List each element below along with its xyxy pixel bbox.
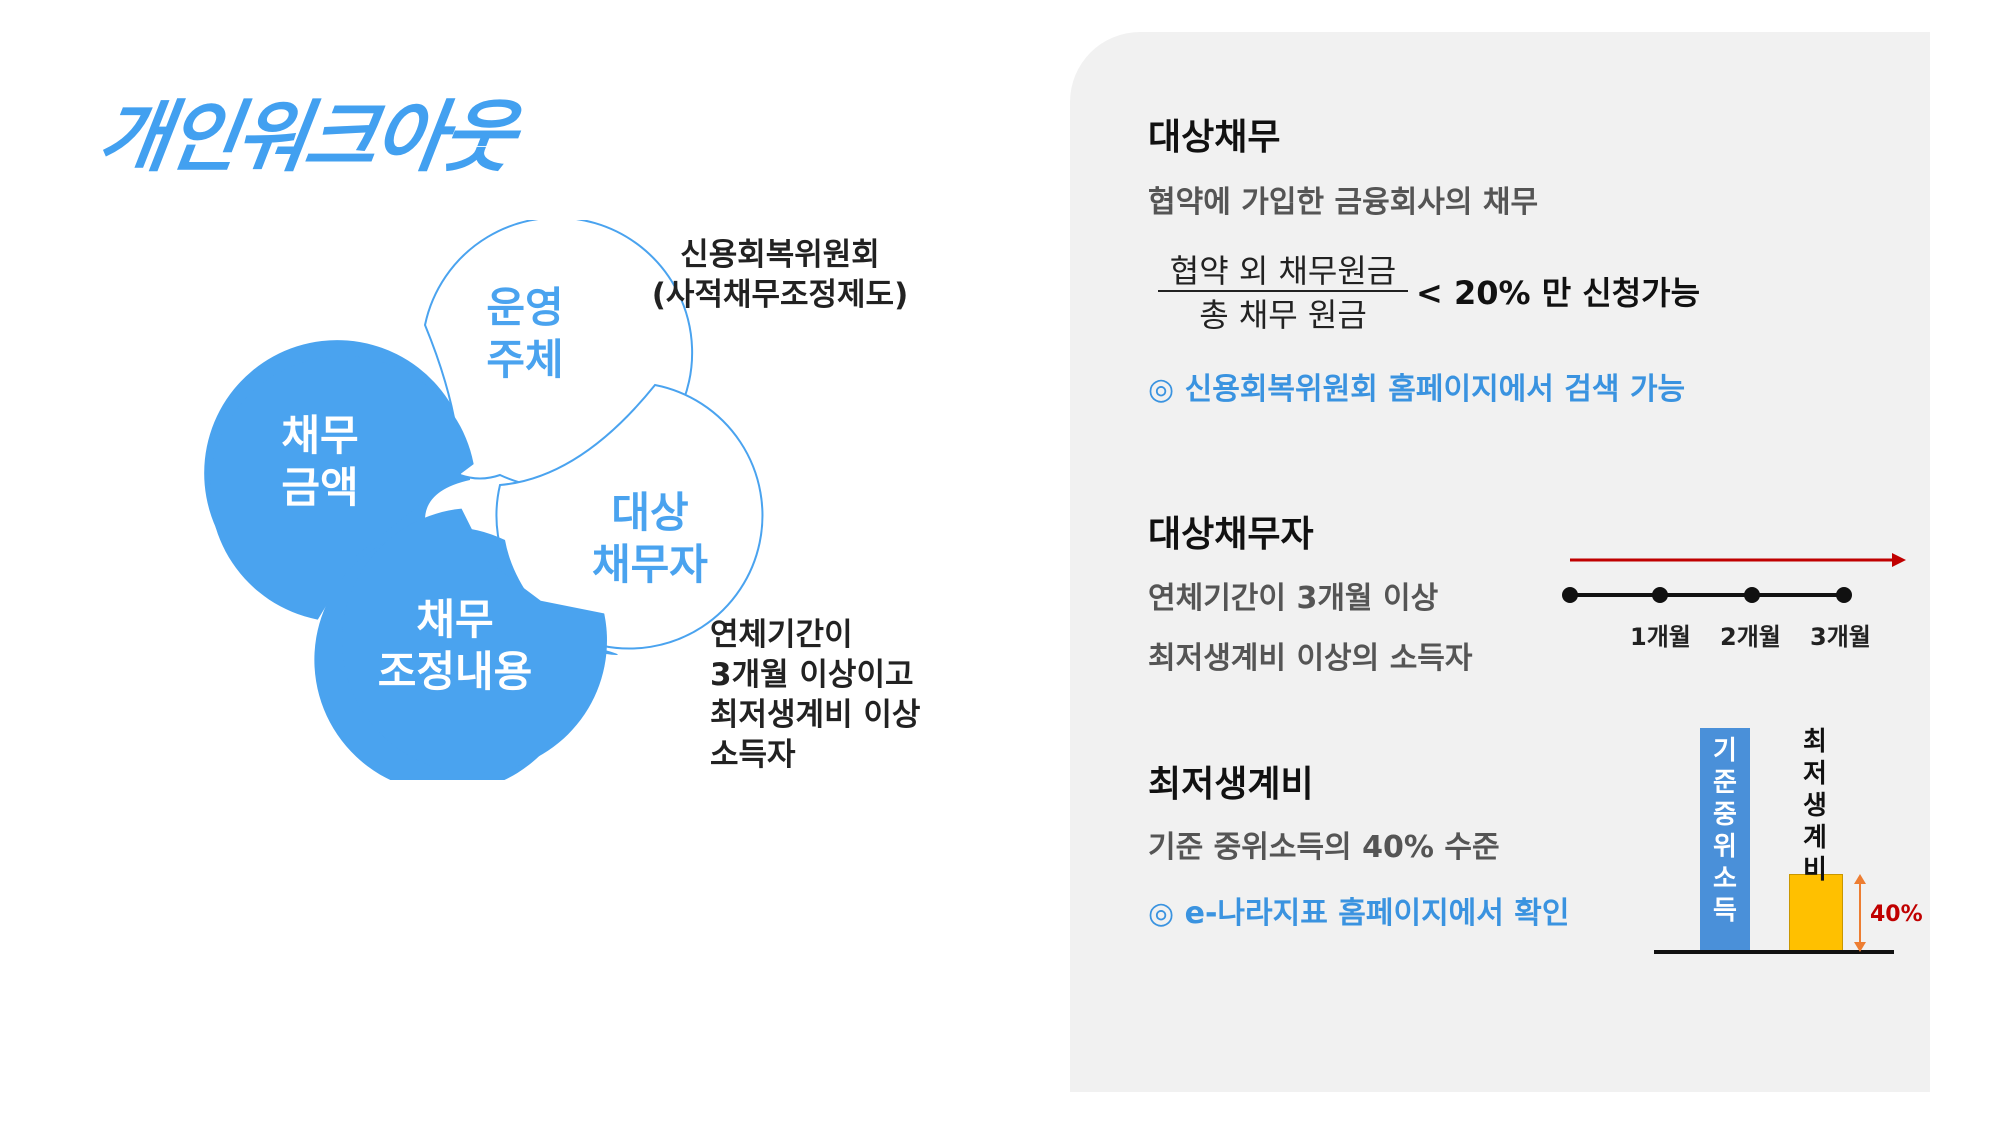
- label-adjust: 채무 조정내용: [377, 595, 533, 696]
- heading-target-debt: 대상채무: [1148, 117, 1281, 158]
- bar-median-income-label: 기준중위소득: [1713, 736, 1737, 926]
- arrow-head-icon: [1892, 553, 1906, 567]
- tick-1-month: 1개월: [1630, 623, 1691, 651]
- tick-3-month: 3개월: [1810, 623, 1871, 651]
- fraction-denominator: 총 채무 원금: [1199, 296, 1367, 334]
- timeline-dot-2: [1744, 587, 1760, 603]
- timeline-dot-3: [1836, 587, 1852, 603]
- text-income-condition: 최저생계비 이상의 소득자: [1148, 641, 1473, 676]
- fraction-condition: < 20% 만 신청가능: [1416, 274, 1701, 312]
- heading-target-debtor: 대상채무자: [1148, 514, 1314, 555]
- text-min-living-cost: 기준 중위소득의 40% 수준: [1148, 830, 1500, 865]
- link-ccrs-search[interactable]: ◎ 신용회복위원회 홈페이지에서 검색 가능: [1148, 372, 1686, 407]
- note-operator: 신용회복위원회 (사적채무조정제도): [651, 237, 909, 313]
- timeline-dot-1: [1652, 587, 1668, 603]
- link-enaraindex[interactable]: ◎ e-나라지표 홈페이지에서 확인: [1148, 896, 1570, 931]
- bar-min-living-cost-label: 최저생계비: [1803, 727, 1827, 885]
- bar-min-living-cost: [1789, 874, 1843, 952]
- timeline-graphic: [1562, 553, 1906, 603]
- bar-median-income: [1700, 728, 1750, 950]
- text-target-debt: 협약에 가입한 금융회사의 채무: [1148, 185, 1539, 220]
- timeline-dot-0: [1562, 587, 1578, 603]
- pct-double-arrow: [1854, 874, 1866, 952]
- label-operator: 운영 주체: [486, 283, 564, 384]
- heading-min-living-cost: 최저생계비: [1148, 764, 1314, 805]
- text-overdue-period: 연체기간이 3개월 이상: [1148, 581, 1439, 616]
- pct-label: 40%: [1870, 902, 1923, 927]
- fraction-line: [1158, 290, 1408, 292]
- label-debtor: 대상 채무자: [592, 488, 708, 589]
- bar-baseline: [1654, 950, 1894, 954]
- page-title: 개인워크아웃: [92, 93, 518, 183]
- label-amount: 채무 금액: [281, 411, 359, 512]
- info-panel: [1070, 32, 1930, 1092]
- fraction-numerator: 협약 외 채무원금: [1169, 252, 1397, 290]
- tick-2-month: 2개월: [1720, 623, 1781, 651]
- note-debtor: 연체기간이 3개월 이상이고 최저생계비 이상 소득자: [710, 617, 921, 773]
